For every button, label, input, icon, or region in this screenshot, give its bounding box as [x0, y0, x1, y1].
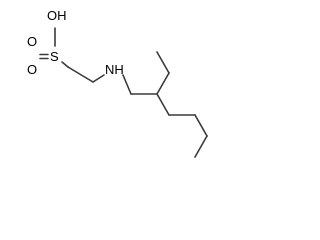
bond-s-c1: [61, 61, 69, 68]
atom-label-nh: NH: [105, 62, 124, 77]
bond-c6-c7: [194, 114, 208, 137]
bond-ethyl1-ethyl2: [156, 51, 170, 74]
bond-c7-c8: [194, 135, 208, 158]
bond-c4-ethyl1: [156, 72, 170, 95]
atom-label-o-top: O: [27, 34, 37, 49]
atom-label-oh: OH: [47, 8, 67, 23]
bond-c2-n: [92, 74, 105, 83]
atom-label-o-bottom: O: [27, 62, 37, 77]
bond-c4-c5: [156, 93, 170, 116]
chemical-structure: OH O S O NH: [27, 8, 208, 158]
bond-n-c3: [122, 74, 132, 95]
atom-label-s: S: [50, 49, 59, 64]
bond-c1-c2: [67, 66, 94, 83]
